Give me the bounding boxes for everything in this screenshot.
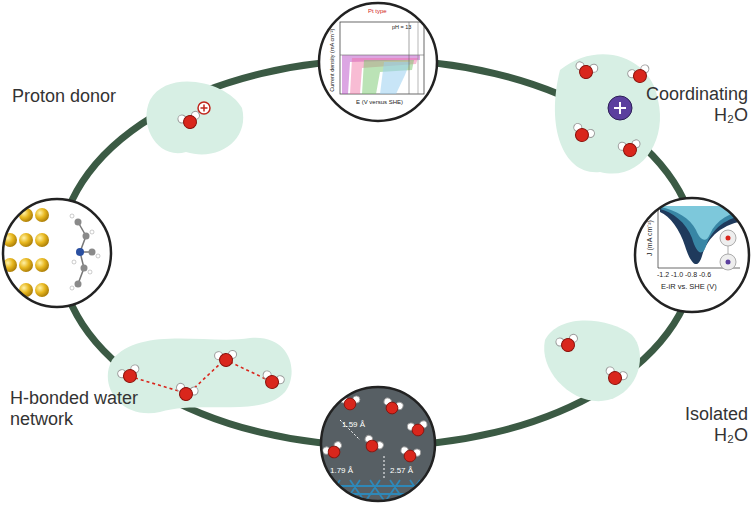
stage-label: Proton donor bbox=[12, 86, 142, 107]
stage-label: Coordinating H₂O bbox=[618, 84, 748, 125]
axis-label: J (mA cm⁻²) bbox=[646, 220, 654, 256]
axis-label: E-iR vs. SHE (V) bbox=[661, 283, 717, 292]
axis-label: E (V versus SHE) bbox=[356, 99, 403, 106]
tick-labels: -1.2 -1.0 -0.8 -0.6 bbox=[657, 271, 711, 279]
curve-label: pH = 13 bbox=[392, 24, 411, 30]
snapshot-circle-bottom bbox=[318, 387, 440, 502]
distance-label: 1.59 Å bbox=[342, 420, 365, 429]
stage-label: Isolated H₂O bbox=[648, 404, 748, 445]
distance-label: 2.57 Å bbox=[390, 466, 413, 475]
plot-title: Pt type bbox=[368, 8, 387, 15]
electrode-circle-left bbox=[3, 199, 111, 307]
stage-label: H-bonded water network bbox=[10, 388, 140, 429]
plot-circle-top bbox=[319, 3, 437, 121]
axis-label: Current density (mA cm⁻²) bbox=[330, 28, 336, 91]
distance-label: 1.79 Å bbox=[330, 466, 353, 475]
plot-circle-right bbox=[635, 198, 749, 312]
